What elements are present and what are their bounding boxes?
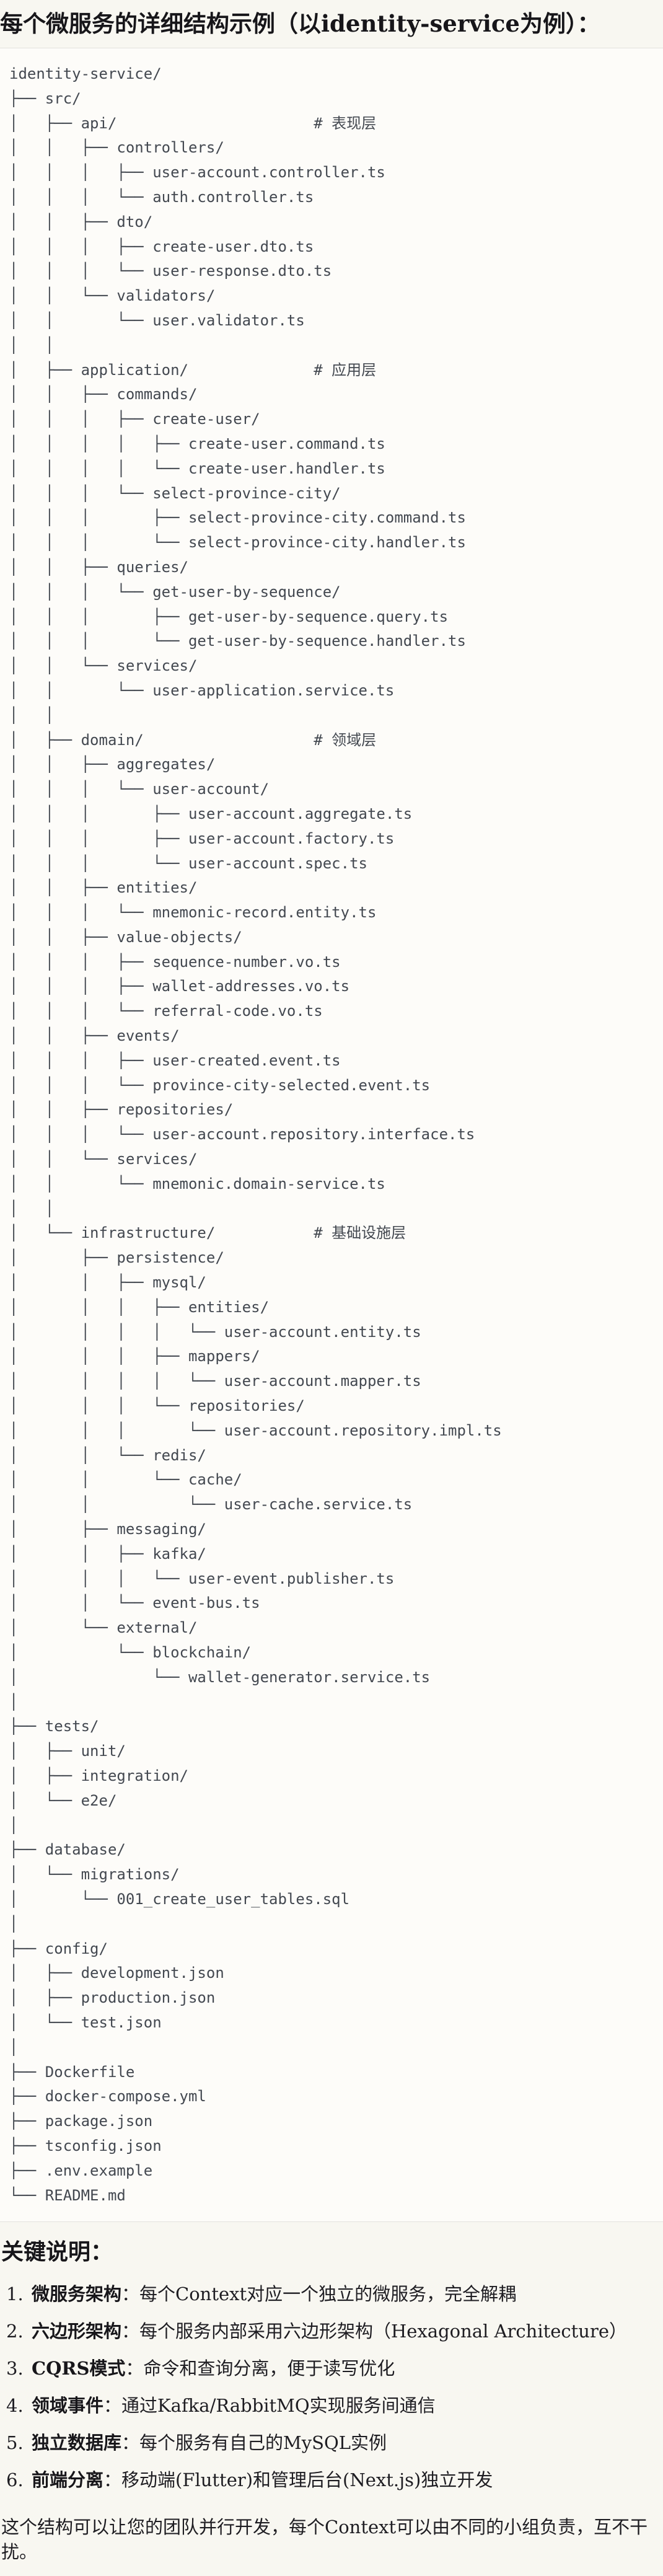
note-item-text: ：每个Context对应一个独立的微服务，完全解耦 <box>121 2283 517 2305</box>
note-item-number: 2. <box>6 2321 24 2342</box>
file-tree-code-block: identity-service/ ├── src/ │ ├── api/ # … <box>0 48 663 2223</box>
note-item-text: ：移动端(Flutter)和管理后台(Next.js)独立开发 <box>103 2469 493 2491</box>
note-item-text: ：通过Kafka/RabbitMQ实现服务间通信 <box>103 2395 436 2417</box>
note-item-3: 3. CQRS模式：命令和查询分离，便于读写优化 <box>6 2356 657 2381</box>
note-item-label: 独立数据库 <box>32 2432 122 2454</box>
note-item-4: 4. 领域事件：通过Kafka/RabbitMQ实现服务间通信 <box>6 2393 657 2418</box>
note-item-6: 6. 前端分离：移动端(Flutter)和管理后台(Next.js)独立开发 <box>6 2468 657 2492</box>
note-item-5: 5. 独立数据库：每个服务有自己的MySQL实例 <box>6 2430 657 2455</box>
page-title: 每个微服务的详细结构示例（以identity-service为例）： <box>0 10 600 37</box>
note-item-1: 1. 微服务架构：每个Context对应一个独立的微服务，完全解耦 <box>6 2282 657 2306</box>
note-item-text: ：命令和查询分离，便于读写优化 <box>125 2358 395 2380</box>
notes-section: 关键说明： 1. 微服务架构：每个Context对应一个独立的微服务，完全解耦 2… <box>0 2222 663 2564</box>
note-item-text: ：每个服务有自己的MySQL实例 <box>121 2432 387 2454</box>
note-item-number: 3. <box>6 2358 24 2380</box>
note-item-number: 1. <box>6 2283 24 2305</box>
note-item-text: ：每个服务内部采用六边形架构（Hexagonal Architecture） <box>121 2321 628 2342</box>
closing-paragraph: 这个结构可以让您的团队并行开发，每个Context可以由不同的小组负责，互不干扰… <box>1 2516 648 2563</box>
note-item-number: 5. <box>6 2432 24 2454</box>
note-item-label: 六边形架构 <box>32 2321 122 2342</box>
note-item-label: 微服务架构 <box>32 2283 122 2305</box>
note-item-number: 6. <box>6 2469 24 2491</box>
note-item-label: CQRS模式 <box>32 2358 126 2380</box>
note-item-label: 前端分离 <box>32 2469 104 2491</box>
note-item-number: 4. <box>6 2395 24 2417</box>
note-item-label: 领域事件 <box>32 2395 104 2417</box>
note-item-2: 2. 六边形架构：每个服务内部采用六边形架构（Hexagonal Architec… <box>6 2319 657 2344</box>
notes-heading: 关键说明： <box>1 2239 113 2265</box>
